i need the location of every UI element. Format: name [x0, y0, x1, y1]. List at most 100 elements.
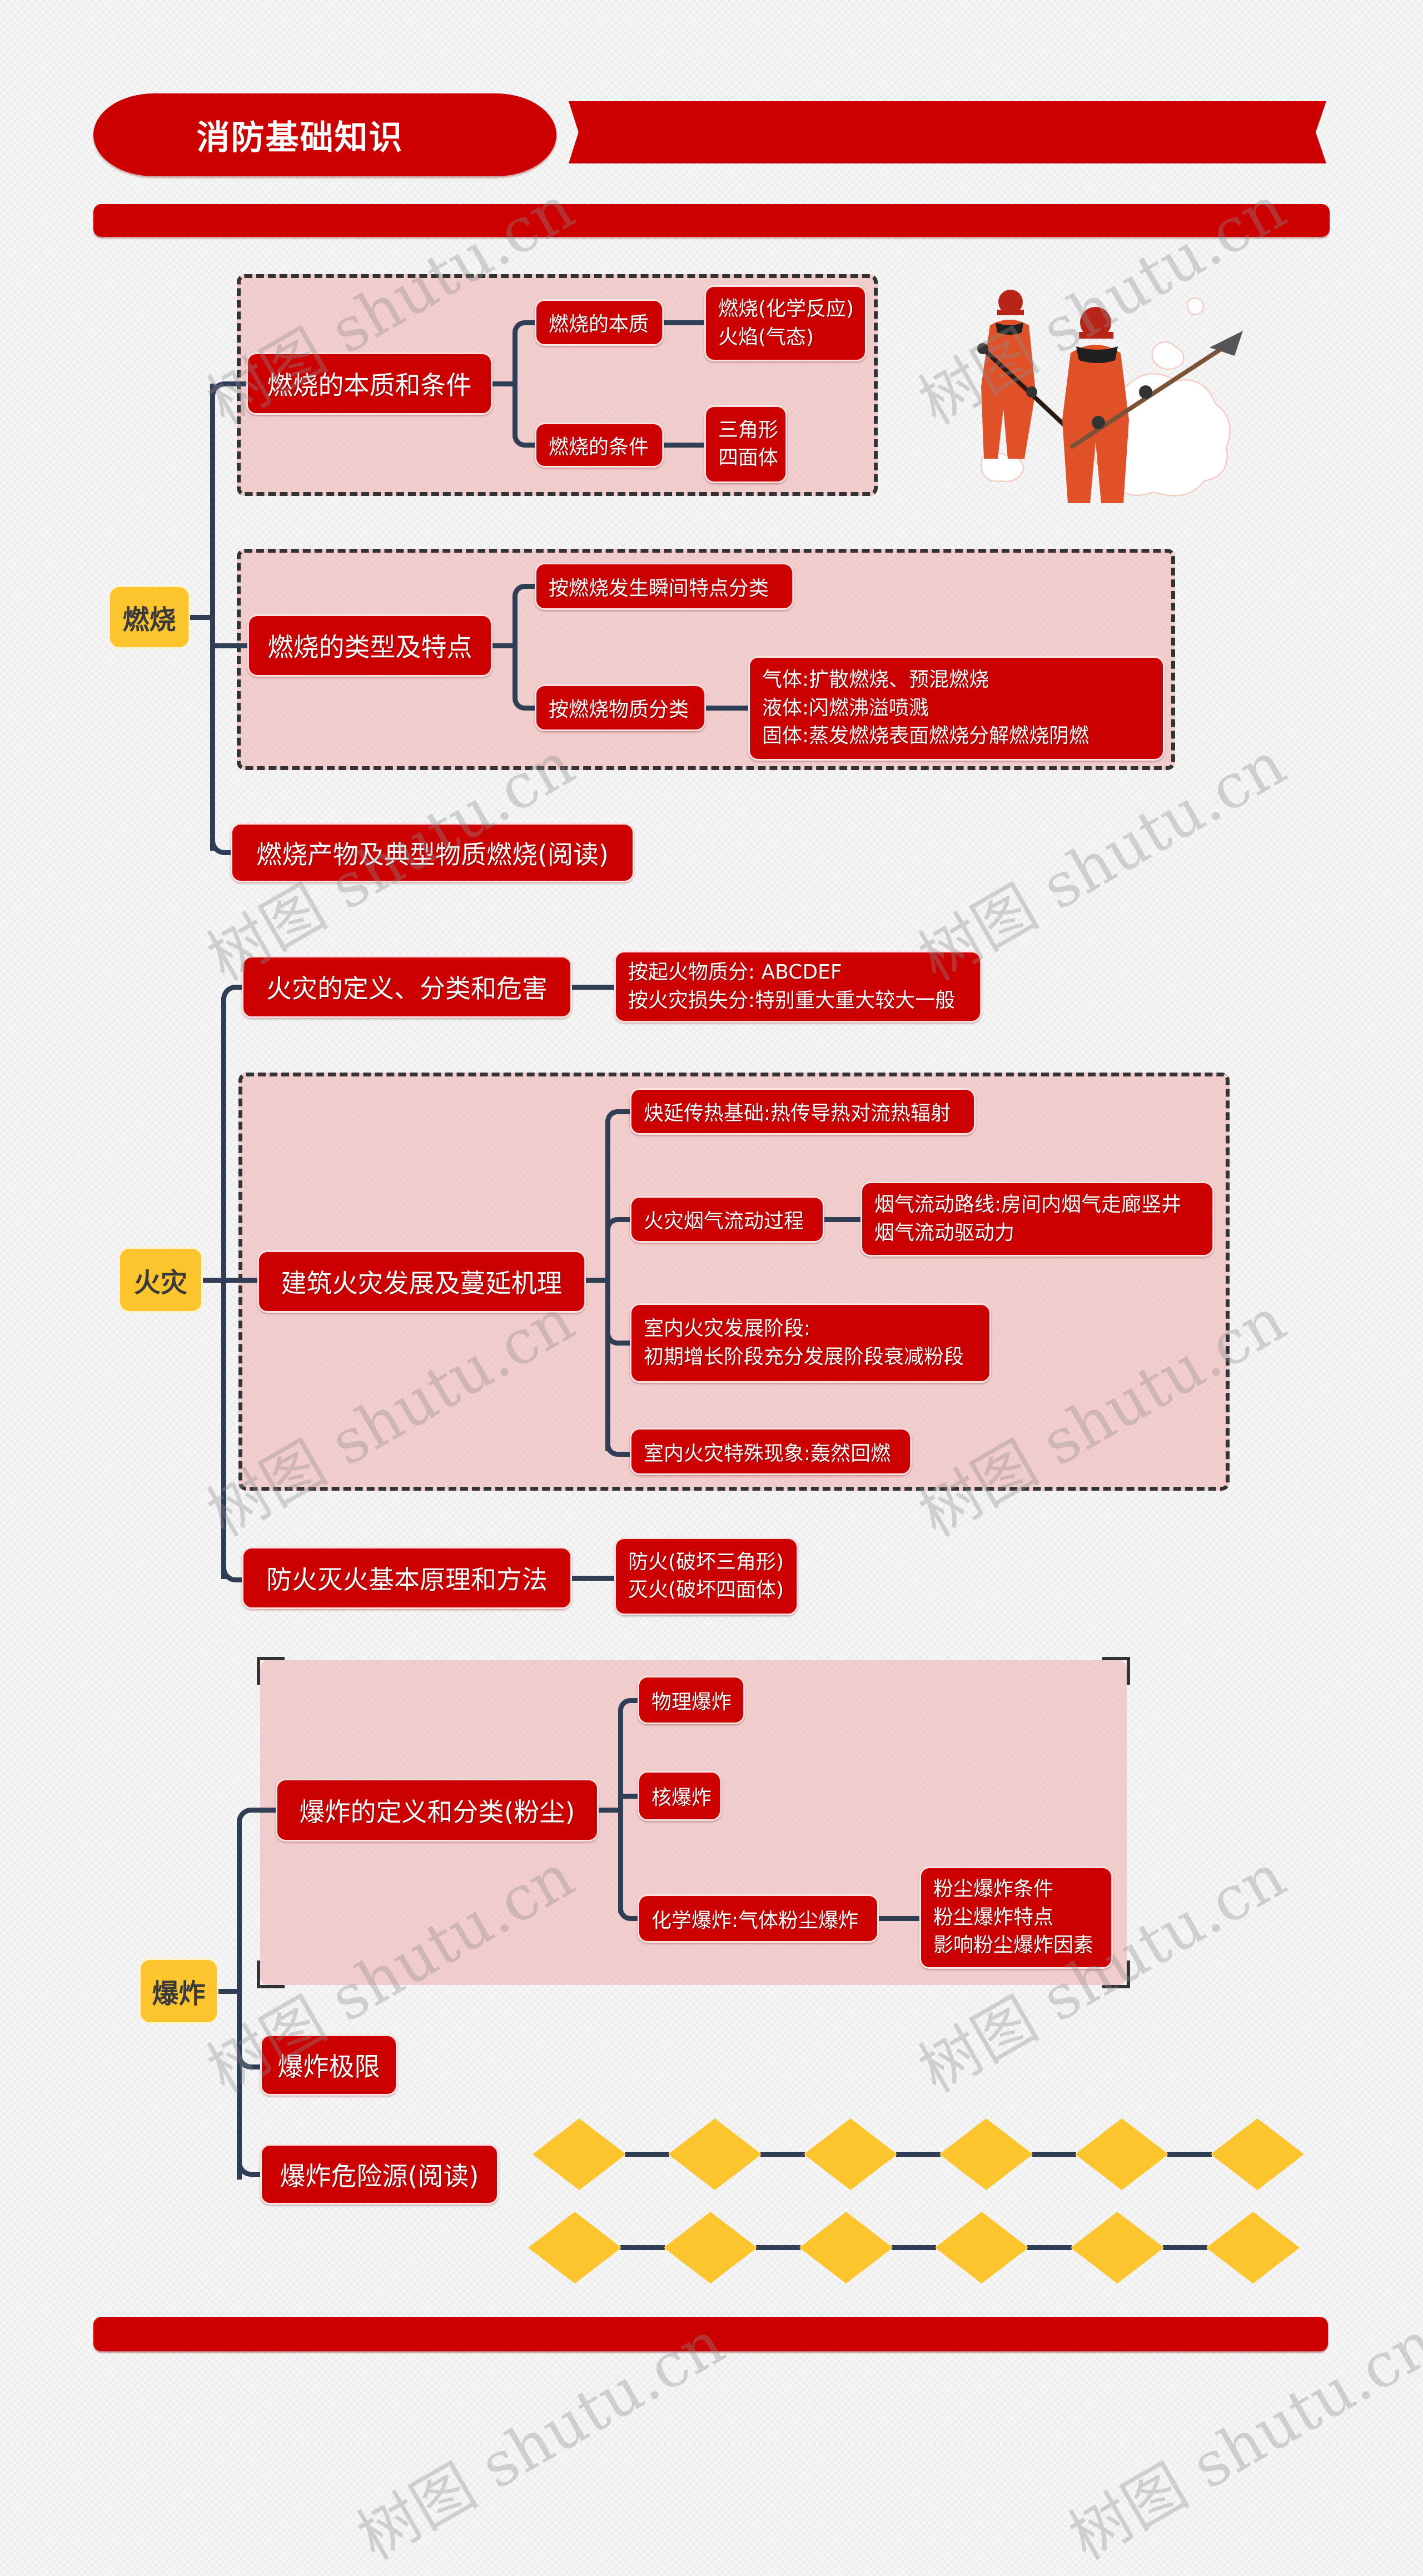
node-fire-prevention[interactable]: 防火灭火基本原理和方法: [242, 1547, 572, 1609]
connector: [618, 1713, 623, 1913]
connector: [513, 584, 535, 646]
node-explosion-limits[interactable]: 爆炸极限: [260, 2034, 397, 2096]
connector: [1163, 2245, 1207, 2250]
connector: [221, 1278, 257, 1283]
connector: [210, 384, 215, 851]
node-fire-classification-detail[interactable]: 按起火物质分: ABCDEF 按火灾损失分:特别重大重大较大一般: [614, 951, 982, 1023]
connector: [572, 1576, 614, 1581]
root-combustion[interactable]: 燃烧: [108, 585, 190, 649]
connector: [221, 1557, 242, 1582]
connector: [237, 1824, 242, 2180]
node-label: 炔延传热基础:热传导热对流热辐射: [644, 1102, 951, 1125]
connector: [210, 643, 247, 648]
connector: [605, 1323, 630, 1346]
diamond-icon: [1071, 2212, 1164, 2284]
node-dust-explosion-detail[interactable]: 粉尘爆炸条件 粉尘爆炸特点 影响粉尘爆炸因素: [919, 1867, 1113, 1969]
node-explosion-hazards[interactable]: 爆炸危险源(阅读): [260, 2144, 499, 2205]
diamond-icon: [1206, 2212, 1300, 2284]
detail-line: 气体:扩散燃烧、预混燃烧: [762, 668, 989, 692]
node-explosion-definition[interactable]: 爆炸的定义和分类(粉尘): [276, 1779, 599, 1842]
diamond-icon: [664, 2212, 757, 2284]
root-explosion-label: 爆炸: [152, 1978, 206, 2009]
node-by-instant[interactable]: 按燃烧发生瞬间特点分类: [535, 563, 794, 610]
connector: [664, 320, 704, 325]
connector: [218, 1989, 241, 1994]
node-smoke-detail[interactable]: 烟气流动路线:房间内烟气走廊竖井 烟气流动驱动力: [860, 1182, 1214, 1257]
diamond-icon: [935, 2212, 1028, 2284]
node-label: 爆炸危险源(阅读): [280, 2161, 479, 2191]
connector: [760, 2152, 805, 2157]
diamond-chain-bottom: [528, 2212, 1300, 2284]
node-physical-explosion[interactable]: 物理爆炸: [638, 1676, 745, 1724]
node-combustion-conditions[interactable]: 燃烧的条件: [535, 423, 664, 468]
diamond-icon: [939, 2118, 1033, 2190]
connector: [620, 2245, 665, 2250]
node-chemical-explosion[interactable]: 化学爆炸:气体粉尘爆炸: [638, 1894, 879, 1943]
node-combustion-products[interactable]: 燃烧产物及典型物质燃烧(阅读): [231, 823, 634, 882]
diamond-icon: [804, 2118, 897, 2190]
diamond-icon: [1211, 2118, 1304, 2190]
connector: [896, 2152, 941, 2157]
connector: [237, 2152, 260, 2177]
page-title-text: 消防基础知识: [196, 118, 404, 157]
diamond-icon: [533, 2118, 626, 2190]
node-fire-definition[interactable]: 火灾的定义、分类和危害: [242, 956, 572, 1018]
node-smoke-flow[interactable]: 火灾烟气流动过程: [630, 1196, 824, 1243]
detail-line: 四面体: [718, 446, 779, 469]
node-label: 燃烧的本质和条件: [267, 370, 472, 400]
node-label: 核爆炸: [651, 1786, 712, 1809]
connector: [513, 320, 535, 384]
page-title: 消防基础知识: [93, 93, 556, 176]
header-ribbon: [569, 101, 1326, 163]
node-combustion-essence[interactable]: 燃烧的本质: [535, 299, 664, 346]
node-label: 建筑火灾发展及蔓延机理: [281, 1268, 563, 1298]
node-label: 防火灭火基本原理和方法: [266, 1565, 548, 1595]
connector: [190, 615, 212, 620]
connector: [492, 643, 515, 648]
node-essence-detail[interactable]: 燃烧(化学反应) 火焰(气态): [704, 285, 867, 361]
detail-line: 液体:闪燃沸溢喷溅: [762, 696, 929, 719]
connector: [572, 985, 614, 990]
detail-line: 粉尘爆炸条件: [933, 1878, 1054, 1901]
detail-line: 三角形: [718, 418, 779, 441]
connector: [618, 1698, 638, 1715]
connector: [625, 2152, 669, 2157]
root-explosion[interactable]: 爆炸: [139, 1958, 218, 2024]
detail-line: 烟气流动驱动力: [874, 1221, 1015, 1244]
node-by-material[interactable]: 按燃烧物质分类: [535, 684, 706, 731]
diamond-icon: [1075, 2118, 1168, 2190]
connector: [706, 706, 748, 711]
connector: [210, 834, 231, 855]
detail-line: 固体:蒸发燃烧表面燃烧分解燃烧阴燃: [762, 724, 1089, 748]
connector: [237, 2046, 260, 2069]
node-conditions-detail[interactable]: 三角形 四面体: [704, 405, 787, 483]
connector: [892, 2245, 936, 2250]
node-label: 物理爆炸: [651, 1690, 732, 1714]
firefighters-shoveling-icon: [977, 290, 1243, 503]
top-divider-bar: [93, 204, 1330, 237]
diamond-chain-top: [533, 2118, 1304, 2190]
node-heat-transfer[interactable]: 炔延传热基础:热传导热对流热辐射: [630, 1088, 976, 1135]
frame-corner: [257, 1960, 285, 1988]
node-fire-stages[interactable]: 室内火灾发展阶段: 初期增长阶段充分发展阶段衰减粉段: [630, 1303, 991, 1383]
connector: [618, 1902, 638, 1921]
root-fire[interactable]: 火灾: [118, 1247, 203, 1313]
node-essence-conditions[interactable]: 燃烧的本质和条件: [246, 353, 492, 415]
node-nuclear-explosion[interactable]: 核爆炸: [638, 1771, 722, 1821]
node-label: 按燃烧发生瞬间特点分类: [549, 577, 769, 600]
connector: [824, 1217, 860, 1222]
connector: [605, 1109, 630, 1126]
node-special-phenomena[interactable]: 室内火灾特殊现象:轰然回燃: [630, 1428, 912, 1475]
detail-line: 影响粉尘爆炸因素: [933, 1934, 1094, 1957]
connector: [618, 1794, 638, 1799]
node-combustion-types[interactable]: 燃烧的类型及特点: [247, 614, 492, 677]
node-material-detail[interactable]: 气体:扩散燃烧、预混燃烧 液体:闪燃沸溢喷溅 固体:蒸发燃烧表面燃烧分解燃烧阴燃: [748, 656, 1165, 761]
detail-line: 粉尘爆炸特点: [933, 1905, 1054, 1929]
connector: [513, 645, 535, 711]
node-fire-development[interactable]: 建筑火灾发展及蔓延机理: [257, 1250, 586, 1313]
detail-line: 灭火(破坏四面体): [628, 1579, 784, 1601]
node-label: 火灾烟气流动过程: [644, 1210, 804, 1233]
connector: [1167, 2152, 1212, 2157]
node-prevention-detail[interactable]: 防火(破坏三角形) 灭火(破坏四面体): [614, 1537, 798, 1615]
connector: [221, 985, 242, 1007]
